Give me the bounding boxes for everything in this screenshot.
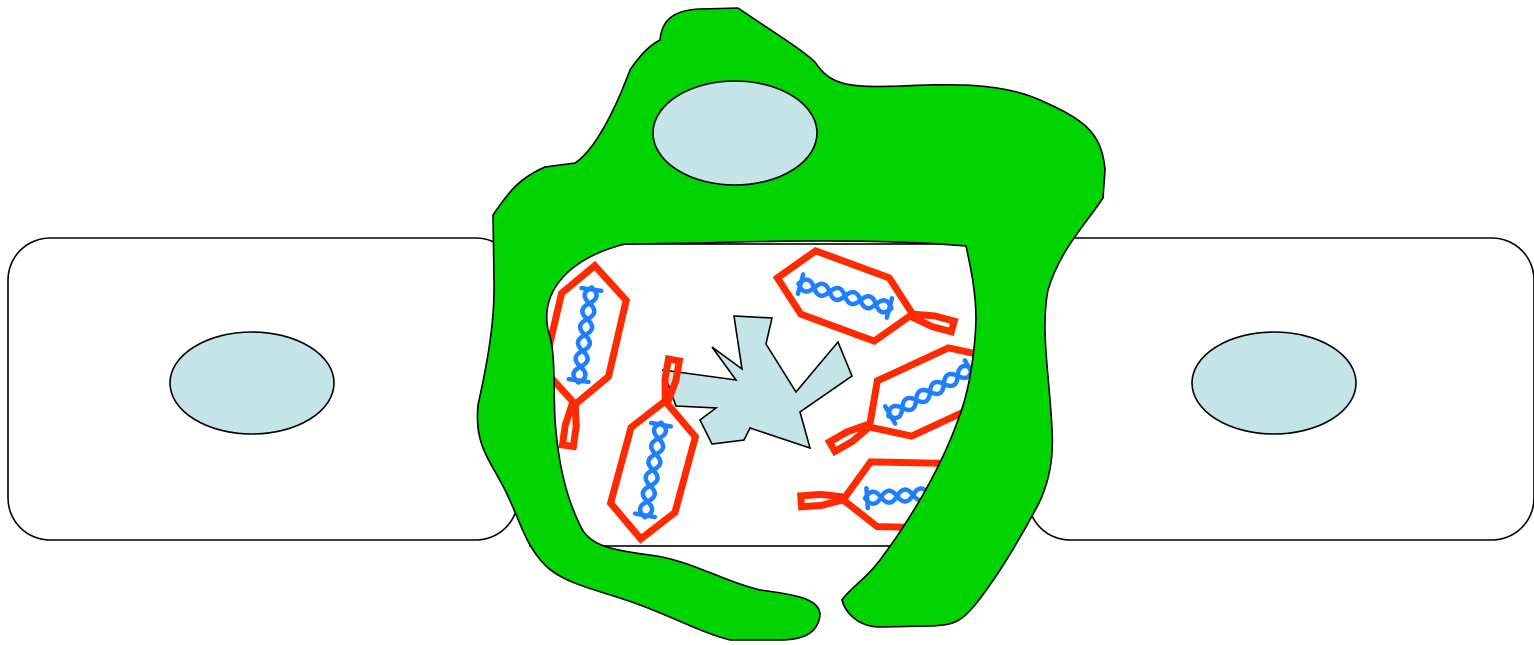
macrophage-nucleus — [652, 80, 818, 186]
fragmented-nucleus — [661, 315, 853, 450]
left-cell-nucleus — [169, 331, 335, 435]
right-cell-nucleus — [1191, 331, 1357, 435]
